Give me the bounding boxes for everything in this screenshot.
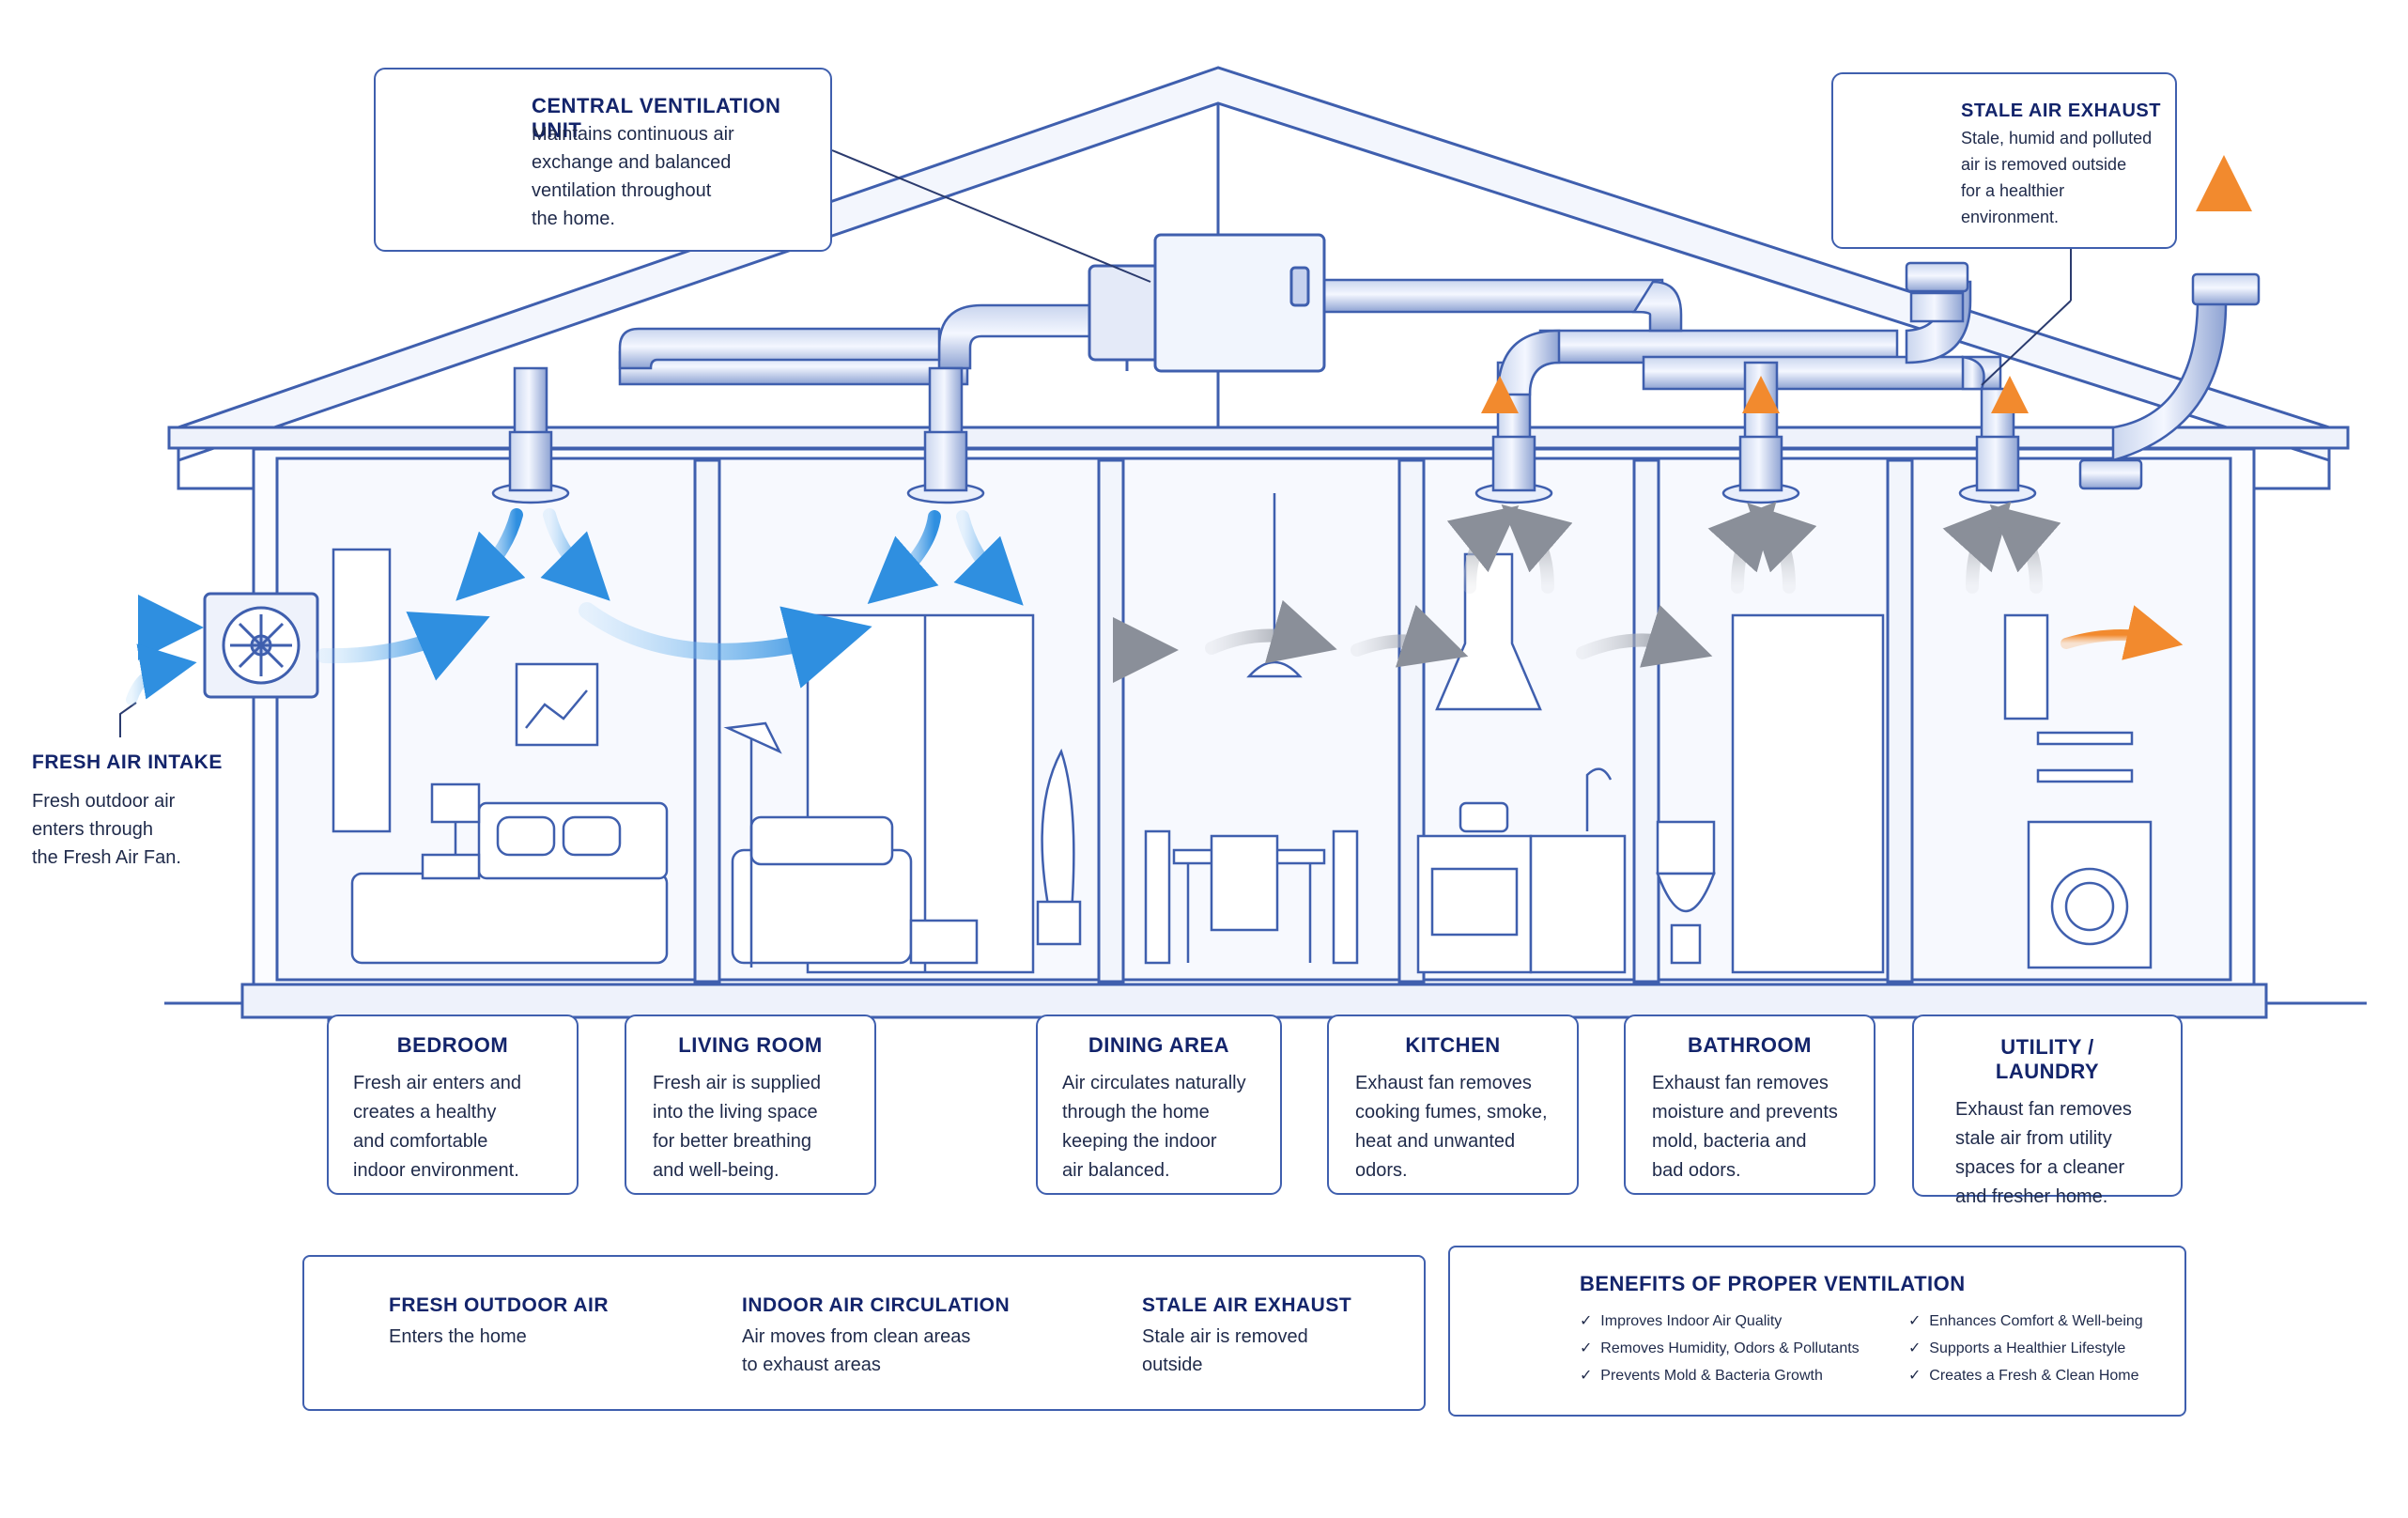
fresh-air-fan	[203, 592, 319, 699]
room-title: BATHROOM	[1688, 1033, 1812, 1057]
fresh-intake-title: FRESH AIR INTAKE	[32, 751, 223, 773]
plant	[1041, 748, 1075, 927]
central-unit-callout: CENTRAL VENTILATION UNIT Maintains conti…	[374, 68, 832, 252]
floor-lamp	[723, 721, 782, 754]
legend-indoor-desc: Air moves from clean areas to exhaust ar…	[742, 1326, 971, 1375]
legend-stale-title: STALE AIR EXHAUST	[1142, 1294, 1352, 1316]
room-desc: Exhaust fan removes moisture and prevent…	[1652, 1073, 1838, 1181]
room-title: BEDROOM	[396, 1033, 509, 1057]
central-unit-title: CENTRAL VENTILATION UNIT	[532, 94, 781, 142]
benefit-item: ✓ Supports a Healthier Lifestyle	[1908, 1340, 2126, 1356]
room-furniture	[332, 493, 2153, 974]
stale-exhaust-callout: STALE AIR EXHAUST Stale, humid and pollu…	[1831, 72, 2177, 249]
benefit-item: ✓ Improves Indoor Air Quality	[1580, 1313, 1783, 1329]
legend-fresh-title: FRESH OUTDOOR AIR	[389, 1294, 610, 1316]
stale-exhaust-desc: Stale, humid and polluted air is removed…	[1961, 129, 2153, 226]
indoor-air-arrows	[1008, 501, 2061, 683]
room-desc: Fresh air enters and creates a healthy a…	[353, 1073, 521, 1181]
benefits-col-1: ✓ Improves Indoor Air Quality ✓ Removes …	[1580, 1308, 1860, 1389]
room-card-bathroom: BATHROOM Exhaust fan removes moisture an…	[1624, 1015, 1875, 1195]
leader-lines	[119, 149, 2072, 737]
room-desc: Fresh air is supplied into the living sp…	[653, 1073, 821, 1181]
fresh-intake-desc: Fresh outdoor air enters through the Fre…	[32, 791, 181, 868]
bedroom-picture	[515, 662, 599, 747]
legend-stale-desc: Stale air is removed outside	[1142, 1326, 1308, 1375]
house-body	[164, 447, 2367, 1071]
fresh-intake-callout: FRESH AIR INTAKE Fresh outdoor air enter…	[32, 751, 276, 872]
room-title: LIVING ROOM	[678, 1033, 823, 1057]
room-desc: Exhaust fan removes cooking fumes, smoke…	[1355, 1073, 1548, 1181]
benefit-item: ✓ Enhances Comfort & Well-being	[1908, 1313, 2143, 1329]
benefits-col-2: ✓ Enhances Comfort & Well-being ✓ Suppor…	[1908, 1308, 2143, 1389]
sofa	[731, 848, 913, 965]
room-title: KITCHEN	[1405, 1033, 1501, 1057]
room-desc: Exhaust fan removes stale air from utili…	[1955, 1099, 2132, 1207]
airflow-legend: FRESH OUTDOOR AIR Enters the home INDOOR…	[302, 1255, 1426, 1411]
central-unit-desc: Maintains continuous air exchange and ba…	[532, 124, 734, 229]
benefit-item: ✓ Removes Humidity, Odors & Pollutants	[1580, 1340, 1860, 1356]
room-desc: Air circulates naturally through the hom…	[1062, 1073, 1246, 1181]
room-card-dining-area: DINING AREA Air circulates naturally thr…	[1036, 1015, 1282, 1195]
benefit-item: ✓ Creates a Fresh & Clean Home	[1908, 1368, 2139, 1384]
room-card-kitchen: KITCHEN Exhaust fan removes cooking fume…	[1327, 1015, 1579, 1195]
room-title: UTILITY / LAUNDRY	[1995, 1035, 2100, 1083]
roof	[167, 66, 2350, 490]
room-card-utility-laundry: UTILITY / LAUNDRY Exhaust fan removes st…	[1912, 1015, 2183, 1207]
room-title: DINING AREA	[1088, 1033, 1230, 1057]
lamp-shade	[430, 782, 481, 824]
benefits-panel: BENEFITS OF PROPER VENTILATION ✓ Improve…	[1448, 1246, 2186, 1417]
shower	[1731, 613, 1885, 974]
bedroom-window	[332, 548, 392, 833]
bed	[350, 872, 669, 965]
benefits-title: BENEFITS OF PROPER VENTILATION	[1580, 1272, 1966, 1295]
legend-fresh-desc: Enters the home	[389, 1326, 527, 1347]
central-ventilation-unit	[1088, 233, 1326, 373]
room-card-bedroom: BEDROOM Fresh air enters and creates a h…	[327, 1015, 579, 1195]
room-walls	[693, 458, 1914, 984]
benefit-item: ✓ Prevents Mold & Bacteria Growth	[1580, 1368, 1823, 1384]
fresh-air-arrows	[87, 508, 1024, 705]
room-card-living-room: LIVING ROOM Fresh air is supplied into t…	[625, 1015, 876, 1195]
toilet	[1656, 872, 1716, 913]
stale-exhaust-title: STALE AIR EXHAUST	[1961, 101, 2161, 121]
legend-indoor-title: INDOOR AIR CIRCULATION	[742, 1294, 1011, 1316]
